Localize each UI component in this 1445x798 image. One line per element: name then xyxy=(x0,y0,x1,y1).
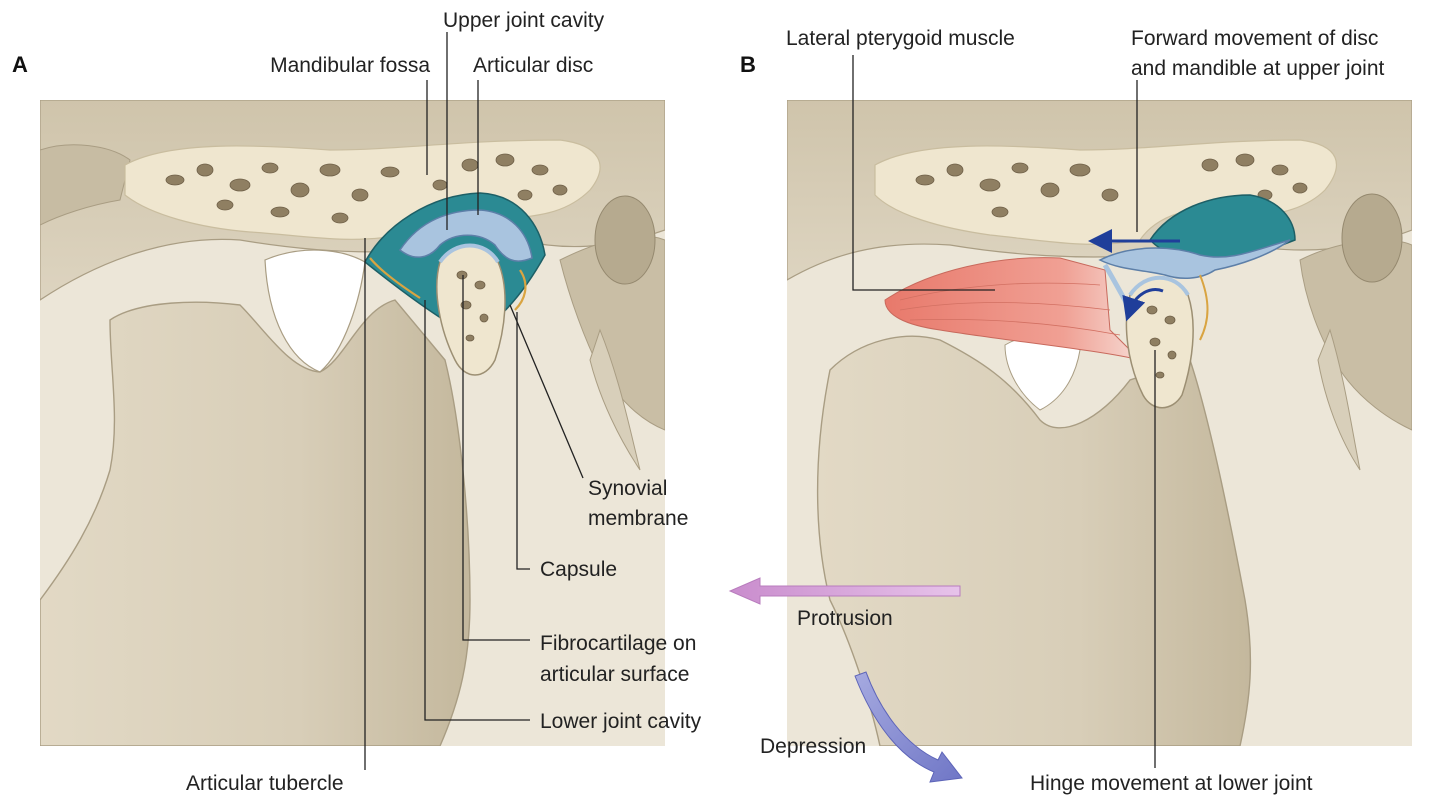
label-protrusion: Protrusion xyxy=(797,607,893,630)
label-capsule: Capsule xyxy=(540,558,617,581)
label-mandibular-fossa: Mandibular fossa xyxy=(270,54,430,77)
panel-b-letter: B xyxy=(740,52,756,77)
label-forward-movement-line1: Forward movement of disc xyxy=(1131,27,1378,50)
external-acoustic-meatus-b xyxy=(1342,194,1402,282)
label-forward-movement-line2: and mandible at upper joint xyxy=(1131,57,1385,80)
label-articular-tubercle: Articular tubercle xyxy=(186,772,344,795)
label-fibrocartilage-line1: Fibrocartilage on xyxy=(540,632,696,655)
label-fibrocartilage-line2: articular surface xyxy=(540,663,689,686)
label-lower-joint-cavity: Lower joint cavity xyxy=(540,710,702,733)
label-articular-disc: Articular disc xyxy=(473,54,593,77)
panel-a-letter: A xyxy=(12,52,28,77)
label-synovial-line1: Synovial xyxy=(588,477,667,500)
label-depression: Depression xyxy=(760,735,866,758)
label-synovial-line2: membrane xyxy=(588,507,688,530)
label-upper-joint-cavity: Upper joint cavity xyxy=(443,9,605,32)
panel-b-illustration xyxy=(787,100,1412,746)
panel-a: A xyxy=(12,9,702,795)
panel-b: B xyxy=(730,27,1412,795)
label-hinge-movement: Hinge movement at lower joint xyxy=(1030,772,1313,795)
external-acoustic-meatus xyxy=(595,196,655,284)
label-lateral-pterygoid: Lateral pterygoid muscle xyxy=(786,27,1015,50)
